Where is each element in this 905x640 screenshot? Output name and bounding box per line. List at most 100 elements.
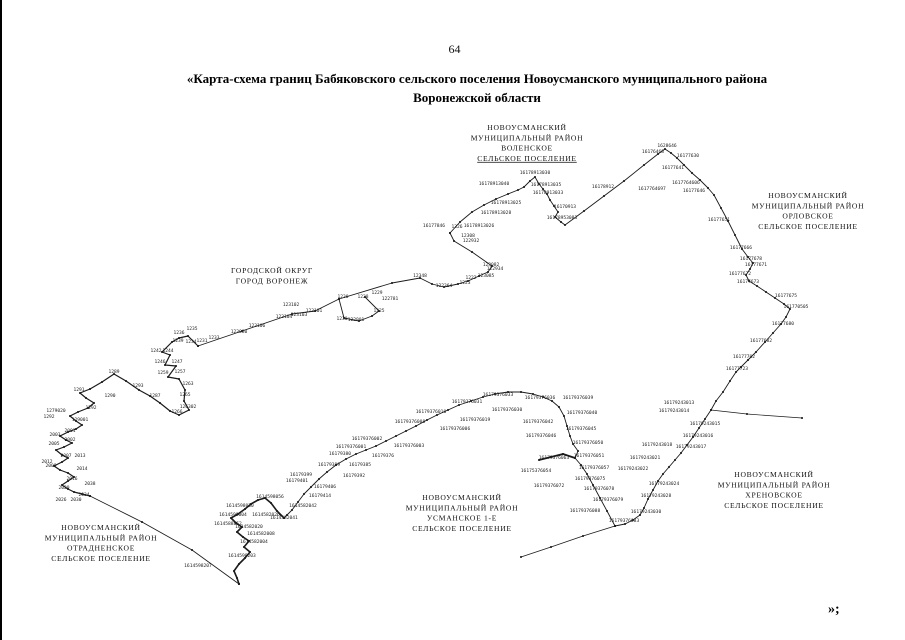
- boundary-point-marker: [727, 220, 729, 222]
- boundary-point-marker: [61, 484, 63, 486]
- region-label-volenskoe: СЕЛЬСКОЕ ПОСЕЛЕНИЕ: [477, 154, 577, 163]
- point-number-label: 16179376039: [563, 395, 594, 401]
- point-number-label: 1614598203: [228, 553, 256, 559]
- boundary-point-marker: [59, 469, 61, 471]
- boundary-point-marker: [752, 262, 754, 264]
- boundary-point-marker: [538, 459, 540, 461]
- boundary-point-marker: [747, 256, 749, 258]
- boundary-point-marker: [772, 332, 774, 334]
- point-number-label: 122901: [348, 317, 365, 323]
- boundary-point-marker: [264, 497, 266, 499]
- boundary-point-marker: [167, 376, 169, 378]
- point-number-label: 1229: [371, 290, 382, 296]
- boundary-point-marker: [67, 431, 69, 433]
- boundary-point-marker: [520, 556, 522, 558]
- point-number-label: 16179376031: [452, 399, 483, 405]
- boundary-point-marker: [197, 345, 199, 347]
- boundary-point-marker: [75, 428, 77, 430]
- boundary-point-marker: [686, 444, 688, 446]
- boundary-point-marker: [553, 205, 555, 207]
- boundary-point-marker: [774, 297, 776, 299]
- boundary-point-marker: [668, 466, 670, 468]
- point-number-label: 1292: [43, 414, 54, 420]
- region-label-usmanskoe: МУНИЦИПАЛЬНЫЙ РАЙОН: [406, 503, 519, 512]
- boundary-point-marker: [241, 330, 243, 332]
- boundary-point-marker: [230, 517, 232, 519]
- boundary-north-east: [449, 148, 791, 527]
- boundary-point-marker: [749, 268, 751, 270]
- boundary-point-marker: [236, 577, 238, 579]
- boundary-point-marker: [478, 275, 480, 277]
- region-label-usmanskoe: УСМАНСКОЕ 1-Е: [427, 514, 497, 523]
- boundary-point-marker: [326, 471, 328, 473]
- boundary-point-marker: [449, 232, 451, 234]
- boundary-point-marker: [707, 187, 709, 189]
- boundary-point-marker: [606, 510, 608, 512]
- point-number-label: 16178913025: [491, 200, 522, 206]
- boundary-point-marker: [765, 291, 767, 293]
- boundary-west: [53, 335, 199, 497]
- boundary-point-marker: [283, 517, 285, 519]
- boundary-point-marker: [415, 425, 417, 427]
- boundary-point-marker: [113, 373, 115, 375]
- boundary-point-marker: [71, 442, 73, 444]
- boundary-south-appendix: [538, 453, 576, 461]
- boundary-point-marker: [236, 531, 238, 533]
- boundary-point-marker: [63, 446, 65, 448]
- point-number-label: 16177641: [662, 165, 684, 171]
- point-number-label: 12308: [461, 233, 475, 239]
- boundary-point-marker: [238, 583, 240, 585]
- point-number-label: 16177673: [737, 279, 759, 285]
- point-number-label: 1244: [162, 348, 173, 354]
- point-number-label: 123101: [306, 308, 323, 314]
- boundary-point-marker: [355, 453, 357, 455]
- boundary-point-marker: [141, 521, 143, 523]
- point-number-label: 122934: [487, 266, 504, 272]
- boundary-point-marker: [789, 308, 791, 310]
- point-number-label: 16179376050: [573, 440, 604, 446]
- region-label-volenskoe: НОВОУСМАНСКИЙ: [487, 123, 566, 132]
- point-number-label: 16179401: [286, 478, 308, 484]
- point-number-label: 1279020: [46, 408, 66, 414]
- point-number-label: 126302: [180, 404, 197, 410]
- boundary-south-tail: [520, 525, 616, 558]
- boundary-point-marker: [517, 189, 519, 191]
- point-number-label: 16179376033: [483, 392, 514, 398]
- boundary-point-marker: [470, 400, 472, 402]
- point-number-label: 16179243016: [683, 433, 714, 439]
- point-number-label: 16179376040: [567, 410, 598, 416]
- boundary-point-marker: [69, 415, 71, 417]
- boundary-point-marker: [338, 298, 340, 300]
- boundary-point-marker: [563, 415, 565, 417]
- boundary-point-marker: [529, 180, 531, 182]
- boundary-point-marker: [720, 207, 722, 209]
- point-number-label: 1230: [336, 316, 347, 322]
- boundary-point-marker: [233, 570, 235, 572]
- point-number-label: 2007: [60, 453, 71, 459]
- boundary-south: [283, 391, 616, 527]
- boundary-point-marker: [507, 193, 509, 195]
- boundary-point-marker: [81, 424, 83, 426]
- boundary-point-marker: [169, 410, 171, 412]
- boundary-point-marker: [457, 283, 459, 285]
- boundary-point-marker: [583, 210, 585, 212]
- boundary-point-marker: [375, 445, 377, 447]
- boundary-point-marker: [764, 341, 766, 343]
- region-label-otradnenskoe: ОТРАДНЕНСКОЕ: [67, 544, 135, 553]
- boundary-point-marker: [756, 285, 758, 287]
- boundary-point-marker: [623, 180, 625, 182]
- boundary-point-marker: [53, 465, 55, 467]
- boundary-point-marker: [371, 315, 373, 317]
- boundary-point-marker: [647, 498, 649, 500]
- boundary-point-marker: [276, 510, 278, 512]
- boundary-point-marker: [564, 224, 566, 226]
- point-number-label: 16177675: [775, 293, 797, 299]
- boundary-point-marker: [562, 453, 564, 455]
- boundary-point-marker: [538, 183, 540, 185]
- point-number-label: 16179376019: [460, 417, 491, 423]
- boundary-point-marker: [523, 186, 525, 188]
- boundary-point-marker: [395, 435, 397, 437]
- point-number-label: 16177666: [730, 245, 752, 251]
- boundary-point-marker: [385, 440, 387, 442]
